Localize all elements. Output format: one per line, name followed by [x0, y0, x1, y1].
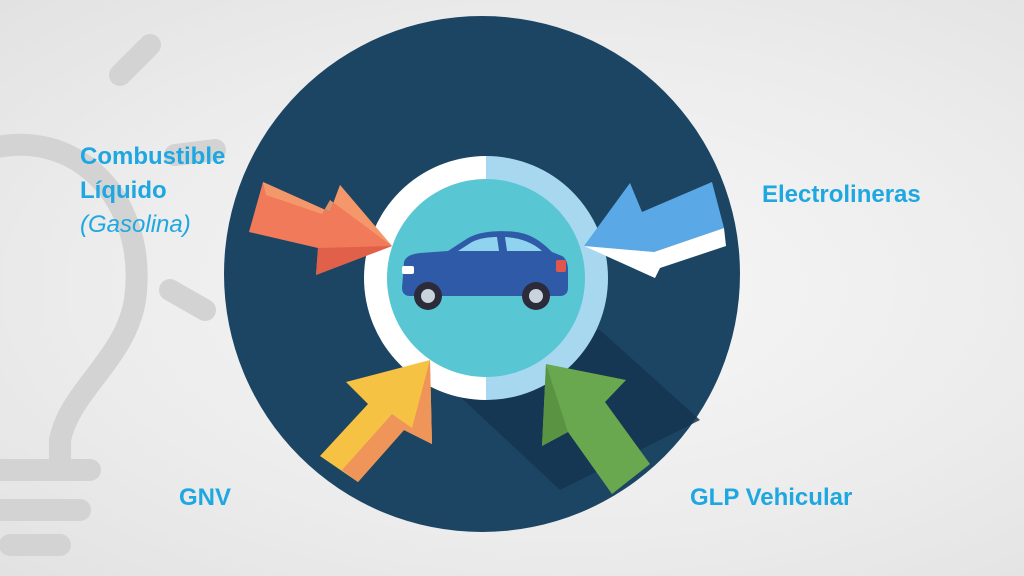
- label-liquido-line1: Combustible: [80, 143, 226, 170]
- label-liquido-line2: Líquido: [80, 177, 167, 204]
- label-gnv: GNV: [179, 484, 232, 511]
- lightbulb-icon: [0, 34, 226, 556]
- arrow-icon: [584, 182, 726, 278]
- label-glp-vehicular: GLP Vehicular: [690, 484, 853, 511]
- arrow-icon: [542, 364, 650, 494]
- label-liquido-line3: (Gasolina): [80, 211, 191, 238]
- label-electrolineras: Electrolineras: [762, 181, 921, 208]
- car-icon: [402, 231, 568, 310]
- arrow-icon: [320, 360, 432, 482]
- label-combustible-liquido: Combustible Líquido (Gasolina): [80, 140, 225, 242]
- arrow-icon: [249, 182, 392, 275]
